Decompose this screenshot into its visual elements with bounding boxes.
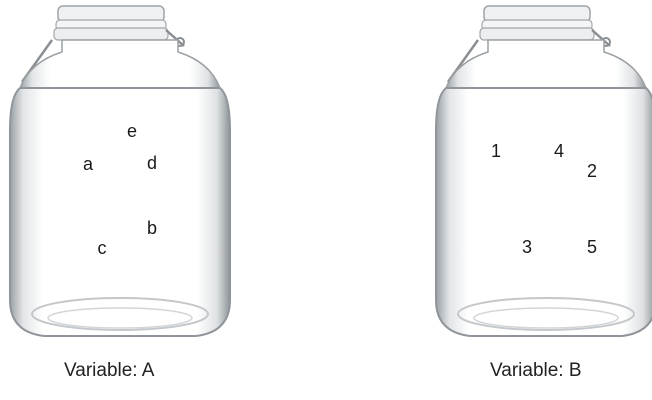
jar-a: e a d b c bbox=[0, 0, 240, 345]
jar-b-item: 2 bbox=[586, 161, 598, 181]
jar-a-item: b bbox=[146, 218, 158, 238]
jar-b-item: 5 bbox=[586, 237, 598, 257]
caption-variable-a: Variable: A bbox=[64, 360, 155, 381]
jar-b-item: 1 bbox=[490, 141, 502, 161]
jar-a-item: d bbox=[146, 153, 158, 173]
glass-jar-image bbox=[435, 5, 652, 337]
glass-jar-image bbox=[9, 5, 231, 337]
jar-a-item: c bbox=[97, 238, 107, 258]
jar-a-item: a bbox=[82, 154, 94, 174]
jar-a-item: e bbox=[126, 121, 138, 141]
jar-b-item: 4 bbox=[553, 141, 565, 161]
jar-b-item: 3 bbox=[521, 237, 533, 257]
caption-variable-b: Variable: B bbox=[490, 360, 582, 381]
jar-b: 1 4 2 3 5 bbox=[426, 0, 652, 345]
